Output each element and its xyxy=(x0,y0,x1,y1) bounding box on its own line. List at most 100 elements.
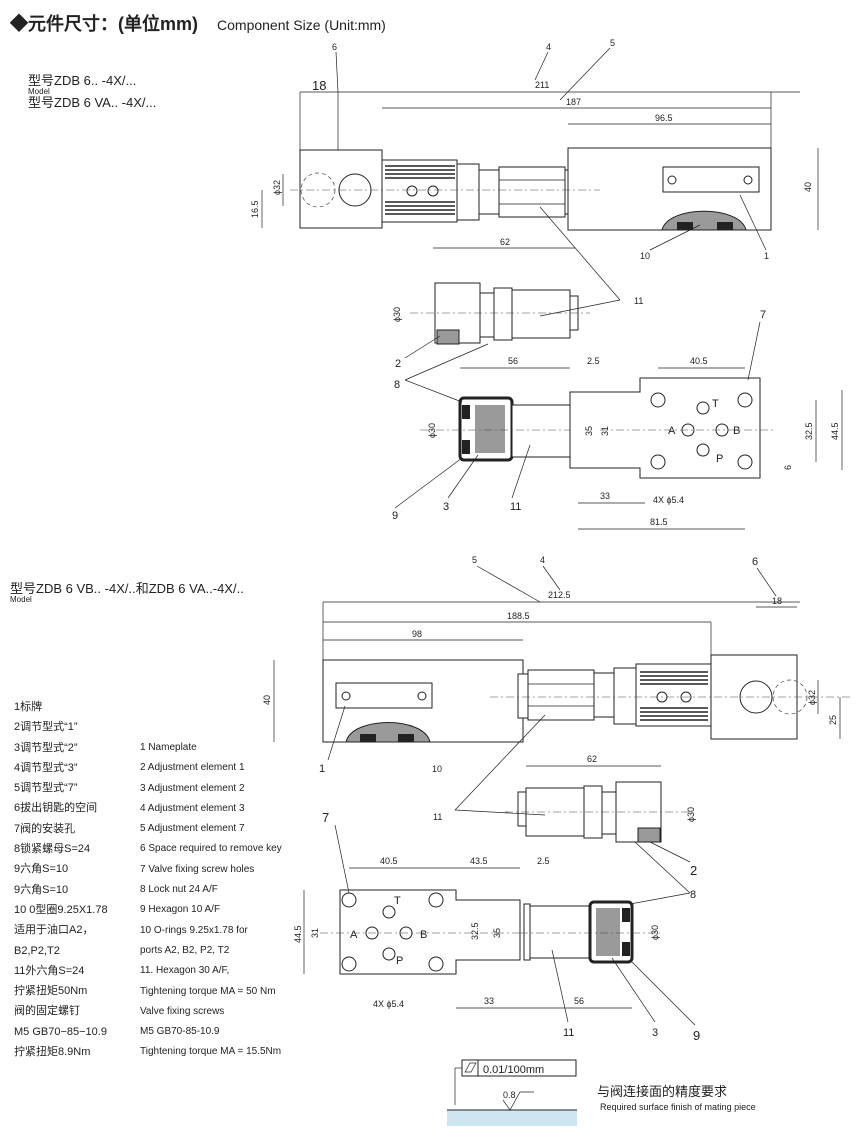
subplate xyxy=(569,377,761,479)
dim-32_5-b: 32.5 xyxy=(470,922,480,940)
legend-en-item: 7 Valve fixing screw holes xyxy=(140,863,255,875)
dim-62: 62 xyxy=(500,237,510,247)
dim-35-top: 35 xyxy=(584,426,594,436)
dim-25-b: 25 xyxy=(828,715,838,725)
dim-56-b: 56 xyxy=(574,996,584,1006)
callout-3b: 3 xyxy=(652,1027,658,1039)
legend-en-item: 3 Adjustment element 2 xyxy=(140,782,245,794)
callout-5: 5 xyxy=(610,38,615,48)
legend-cn-item: 拧紧扭矩8.9Nm xyxy=(14,1046,91,1059)
legend-en-item: M5 GB70-85-10.9 xyxy=(140,1026,220,1038)
dim-35-b: 35 xyxy=(492,928,502,938)
model-top-small: Model xyxy=(28,87,50,96)
legend-en: 1 Nameplate 2 Adjustment element 1 3 Adj… xyxy=(140,738,282,1063)
legend-cn-item: 阀的固定螺钉 xyxy=(14,1005,80,1018)
legend-en-item: 5 Adjustment element 7 xyxy=(140,823,245,835)
dim-81_5-top: 81.5 xyxy=(650,517,668,527)
dim-33-b: 33 xyxy=(484,996,494,1006)
callout-5b: 5 xyxy=(472,555,477,565)
callout-2b: 2 xyxy=(690,863,697,878)
title-en: Component Size (Unit:mm) xyxy=(217,17,386,33)
port-P-top: P xyxy=(716,453,723,465)
legend-cn-item: 拧紧扭矩50Nm xyxy=(14,985,88,998)
port-T-b: T xyxy=(394,895,401,907)
port-A-b: A xyxy=(350,929,358,941)
legend-en-item: 4 Adjustment element 3 xyxy=(140,802,245,814)
callout-11c: 11 xyxy=(433,812,442,822)
callout-8b: 8 xyxy=(690,889,696,901)
dim-40: 40 xyxy=(803,182,813,192)
dim-18-b: 18 xyxy=(772,596,782,606)
dim-2_5-b: 2.5 xyxy=(537,856,550,866)
dim-40-b: 40 xyxy=(262,695,272,705)
page-title: ◆元件尺寸：(单位mm) Component Size (Unit:mm) xyxy=(10,10,386,36)
bottom-side-view xyxy=(322,654,850,743)
lock-nut xyxy=(478,169,500,215)
callout-8a: 8 xyxy=(394,379,400,391)
callout-1b: 1 xyxy=(319,763,325,775)
dim-holes-top: 4X ϕ5.4 xyxy=(653,495,684,505)
tolerance-value: 0.01/100mm xyxy=(483,1064,544,1076)
legend-en-item: 9 Hexagon 10 A/F xyxy=(140,904,221,916)
model-top-line2: 型号ZDB 6 VA.. -4X/... xyxy=(28,95,157,110)
dim-holes-b: 4X ϕ5.4 xyxy=(373,999,404,1009)
port-B-top: B xyxy=(733,425,740,437)
dim-18: 18 xyxy=(312,78,326,93)
knob-hole-2 xyxy=(427,185,439,197)
callout-9b: 9 xyxy=(693,1028,700,1043)
roughness-icon xyxy=(502,1091,534,1111)
dim-31-top: 31 xyxy=(600,426,610,436)
callout-7b: 7 xyxy=(322,810,329,825)
legend-cn-item: 4调节型式“3” xyxy=(14,761,78,774)
legend-cn-item: 9六角S=10 xyxy=(14,863,69,876)
dim-96_5: 96.5 xyxy=(655,113,673,123)
callout-6b: 6 xyxy=(752,556,758,568)
legend-en-item: 2 Adjustment element 1 xyxy=(140,762,245,774)
callout-4b: 4 xyxy=(540,555,545,565)
port-P-b: P xyxy=(396,955,403,967)
legend-cn-item: 3调节型式“2” xyxy=(14,741,78,754)
surface-requirement: 0.01/100mm 0.8 与阀连接面的精度要求 Required surfa… xyxy=(447,1059,756,1126)
callout-9a: 9 xyxy=(392,510,398,522)
legend-cn-item: 1标牌 xyxy=(14,701,43,713)
dim-62-b: 62 xyxy=(587,754,597,764)
port-T-top: T xyxy=(712,398,719,410)
model-bottom-small: Model xyxy=(10,595,32,604)
top-adjust-1: 62 ϕ30 2 11 xyxy=(392,206,643,370)
nameplate-b xyxy=(335,682,433,709)
legend-cn-item: 11外六角S=24 xyxy=(14,964,85,977)
bottom-side-dimensions: 212.5 18 188.5 98 40 ϕ32 25 5 4 6 1 10 1… xyxy=(262,555,841,822)
dim-187: 187 xyxy=(566,97,581,107)
legend-cn-item: 适用于油口A2， xyxy=(14,924,94,937)
callout-11b: 11 xyxy=(510,501,521,513)
legend-en-item: 6 Space required to remove key xyxy=(140,843,282,855)
dim-phi30b-b: ϕ30 xyxy=(650,925,660,940)
top-front-view: T A B P 56 2.5 40.5 ϕ30 35 31 32.5 44.5 … xyxy=(392,309,843,530)
dim-32_5-top: 32.5 xyxy=(804,422,814,440)
legend-cn-item: B2,P2,T2 xyxy=(14,944,60,957)
callout-7a: 7 xyxy=(760,309,766,321)
dim-212_5: 212.5 xyxy=(548,590,571,600)
dim-98: 98 xyxy=(412,629,422,639)
dim-2_5-top: 2.5 xyxy=(587,356,600,366)
bottom-adjust-1: 62 ϕ30 2 xyxy=(454,754,697,878)
dim-6-top: 6 xyxy=(783,465,793,470)
legend-en-item: 10 O-rings 9.25x1.78 for xyxy=(140,924,248,936)
dim-33-top: 33 xyxy=(600,491,610,501)
dim-188_5: 188.5 xyxy=(507,611,530,621)
dim-211: 211 xyxy=(535,80,549,90)
legend-cn-item: 5调节型式“7” xyxy=(14,782,78,795)
legend-en-item: Valve fixing screws xyxy=(140,1005,225,1017)
bottom-front-view: T A B P 40.5 43.5 2.5 44.5 31 32.5 35 ϕ3… xyxy=(293,810,700,1043)
flatness-symbol-box xyxy=(461,1059,479,1077)
legend-cn: 1标牌 2调节型式“1” 3调节型式“2” 4调节型式“3” 5调节型式“7” … xyxy=(14,697,108,1062)
callout-10b: 10 xyxy=(432,764,442,774)
model-bottom-line1: 型号ZDB 6 VB.. -4X/..和ZDB 6 VA..-4X/.. xyxy=(10,581,244,596)
model-label-bottom: 型号ZDB 6 VB.. -4X/..和ZDB 6 VA..-4X/.. Mod… xyxy=(10,582,244,604)
dim-56-top: 56 xyxy=(508,356,518,366)
callout-3a: 3 xyxy=(443,501,449,513)
dim-phi30-b: ϕ30 xyxy=(427,423,437,438)
dim-44_5-b: 44.5 xyxy=(293,925,303,943)
dim-40_5-b: 40.5 xyxy=(380,856,398,866)
